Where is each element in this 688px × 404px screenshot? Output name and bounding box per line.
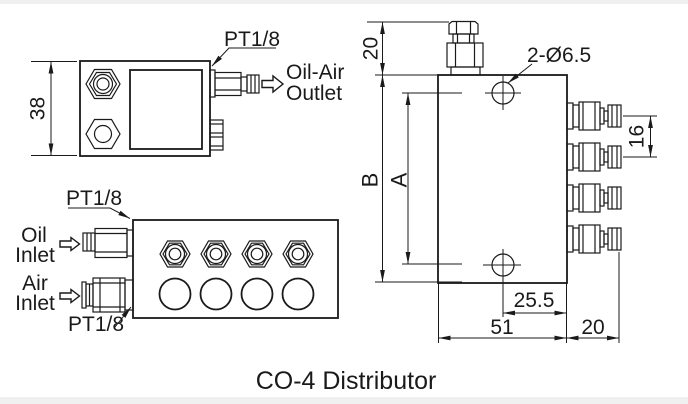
top-view: Oil Inlet Air Inlet PT1/8 PT1/8 <box>15 187 339 336</box>
dim-A: A <box>387 92 462 265</box>
pt18-oil-text: PT1/8 <box>66 187 122 210</box>
hex-outlet-4 <box>282 240 314 268</box>
mount-hole-top <box>485 76 521 110</box>
front-view: 38 PT1/8 Oil-Air Outlet <box>27 28 344 157</box>
side-outlet-fitting-3 <box>566 183 622 213</box>
top-inlet-fitting <box>446 20 484 76</box>
mount-hole-bottom <box>483 249 521 317</box>
top-body <box>132 219 339 319</box>
dim-20-top: 20 <box>360 21 449 75</box>
round-port-2 <box>199 277 233 311</box>
pt18-callout-air: PT1/8 <box>68 306 132 336</box>
pt18-callout-oil: PT1/8 <box>66 187 131 219</box>
dim-25-5-text: 25.5 <box>514 289 555 312</box>
dim-B: B <box>358 74 462 283</box>
oil-label-line2: Inlet <box>15 244 55 267</box>
outlet-fitting <box>209 69 260 98</box>
outlet-flow-arrow-icon <box>261 74 285 94</box>
air-label-line2: Inlet <box>15 292 55 315</box>
hole-callout: 2-Ø6.5 <box>507 44 591 84</box>
dim-16-text: 16 <box>626 125 649 148</box>
pt18-callout-front: PT1/8 <box>211 28 280 67</box>
side-outlet-fitting-1 <box>566 101 622 131</box>
front-hex-plug-bottom <box>85 118 121 150</box>
dim-16: 16 <box>623 115 657 158</box>
bottom-edge-band <box>0 397 688 404</box>
pt18-front-text: PT1/8 <box>224 28 280 51</box>
round-port-1 <box>158 277 192 311</box>
oil-label-line1: Oil <box>21 224 47 247</box>
top-round-ports <box>158 277 315 311</box>
air-flow-arrow-icon <box>59 288 81 304</box>
dim-51-text: 51 <box>490 316 513 339</box>
oil-inlet-fitting <box>82 227 134 259</box>
dim-38: 38 <box>27 61 77 156</box>
dim-20-right-text: 20 <box>581 316 604 339</box>
pt18-air-text: PT1/8 <box>68 313 124 336</box>
air-inlet-fitting <box>81 277 134 313</box>
side-outlet-fitting-4 <box>566 224 622 254</box>
side-view: 2-Ø6.5 20 B A 16 <box>358 20 657 343</box>
outlet-label-line1: Oil-Air <box>286 61 344 84</box>
round-port-4 <box>281 277 315 311</box>
top-hex-outlets <box>159 240 314 268</box>
front-hex-plug-top <box>85 68 121 100</box>
hole-callout-text: 2-Ø6.5 <box>527 44 591 67</box>
outlet-label-line2: Outlet <box>286 82 342 105</box>
hex-outlet-2 <box>200 240 232 268</box>
round-port-3 <box>240 277 274 311</box>
dim-20-top-text: 20 <box>360 37 383 60</box>
oil-flow-arrow-icon <box>59 236 81 252</box>
hex-outlet-1 <box>159 240 191 268</box>
top-edge-band <box>0 0 688 4</box>
bottom-dimensions: 25.5 51 20 <box>438 252 620 343</box>
dim-A-text: A <box>387 172 412 187</box>
side-outlet-fitting-2 <box>566 142 622 172</box>
hex-outlet-3 <box>241 240 273 268</box>
dim-B-text: B <box>358 173 383 188</box>
front-side-port <box>209 119 224 151</box>
front-body <box>79 60 211 157</box>
air-label-line1: Air <box>22 272 48 295</box>
drawing-title: CO-4 Distributor <box>256 367 437 395</box>
dim-38-text: 38 <box>27 97 50 120</box>
